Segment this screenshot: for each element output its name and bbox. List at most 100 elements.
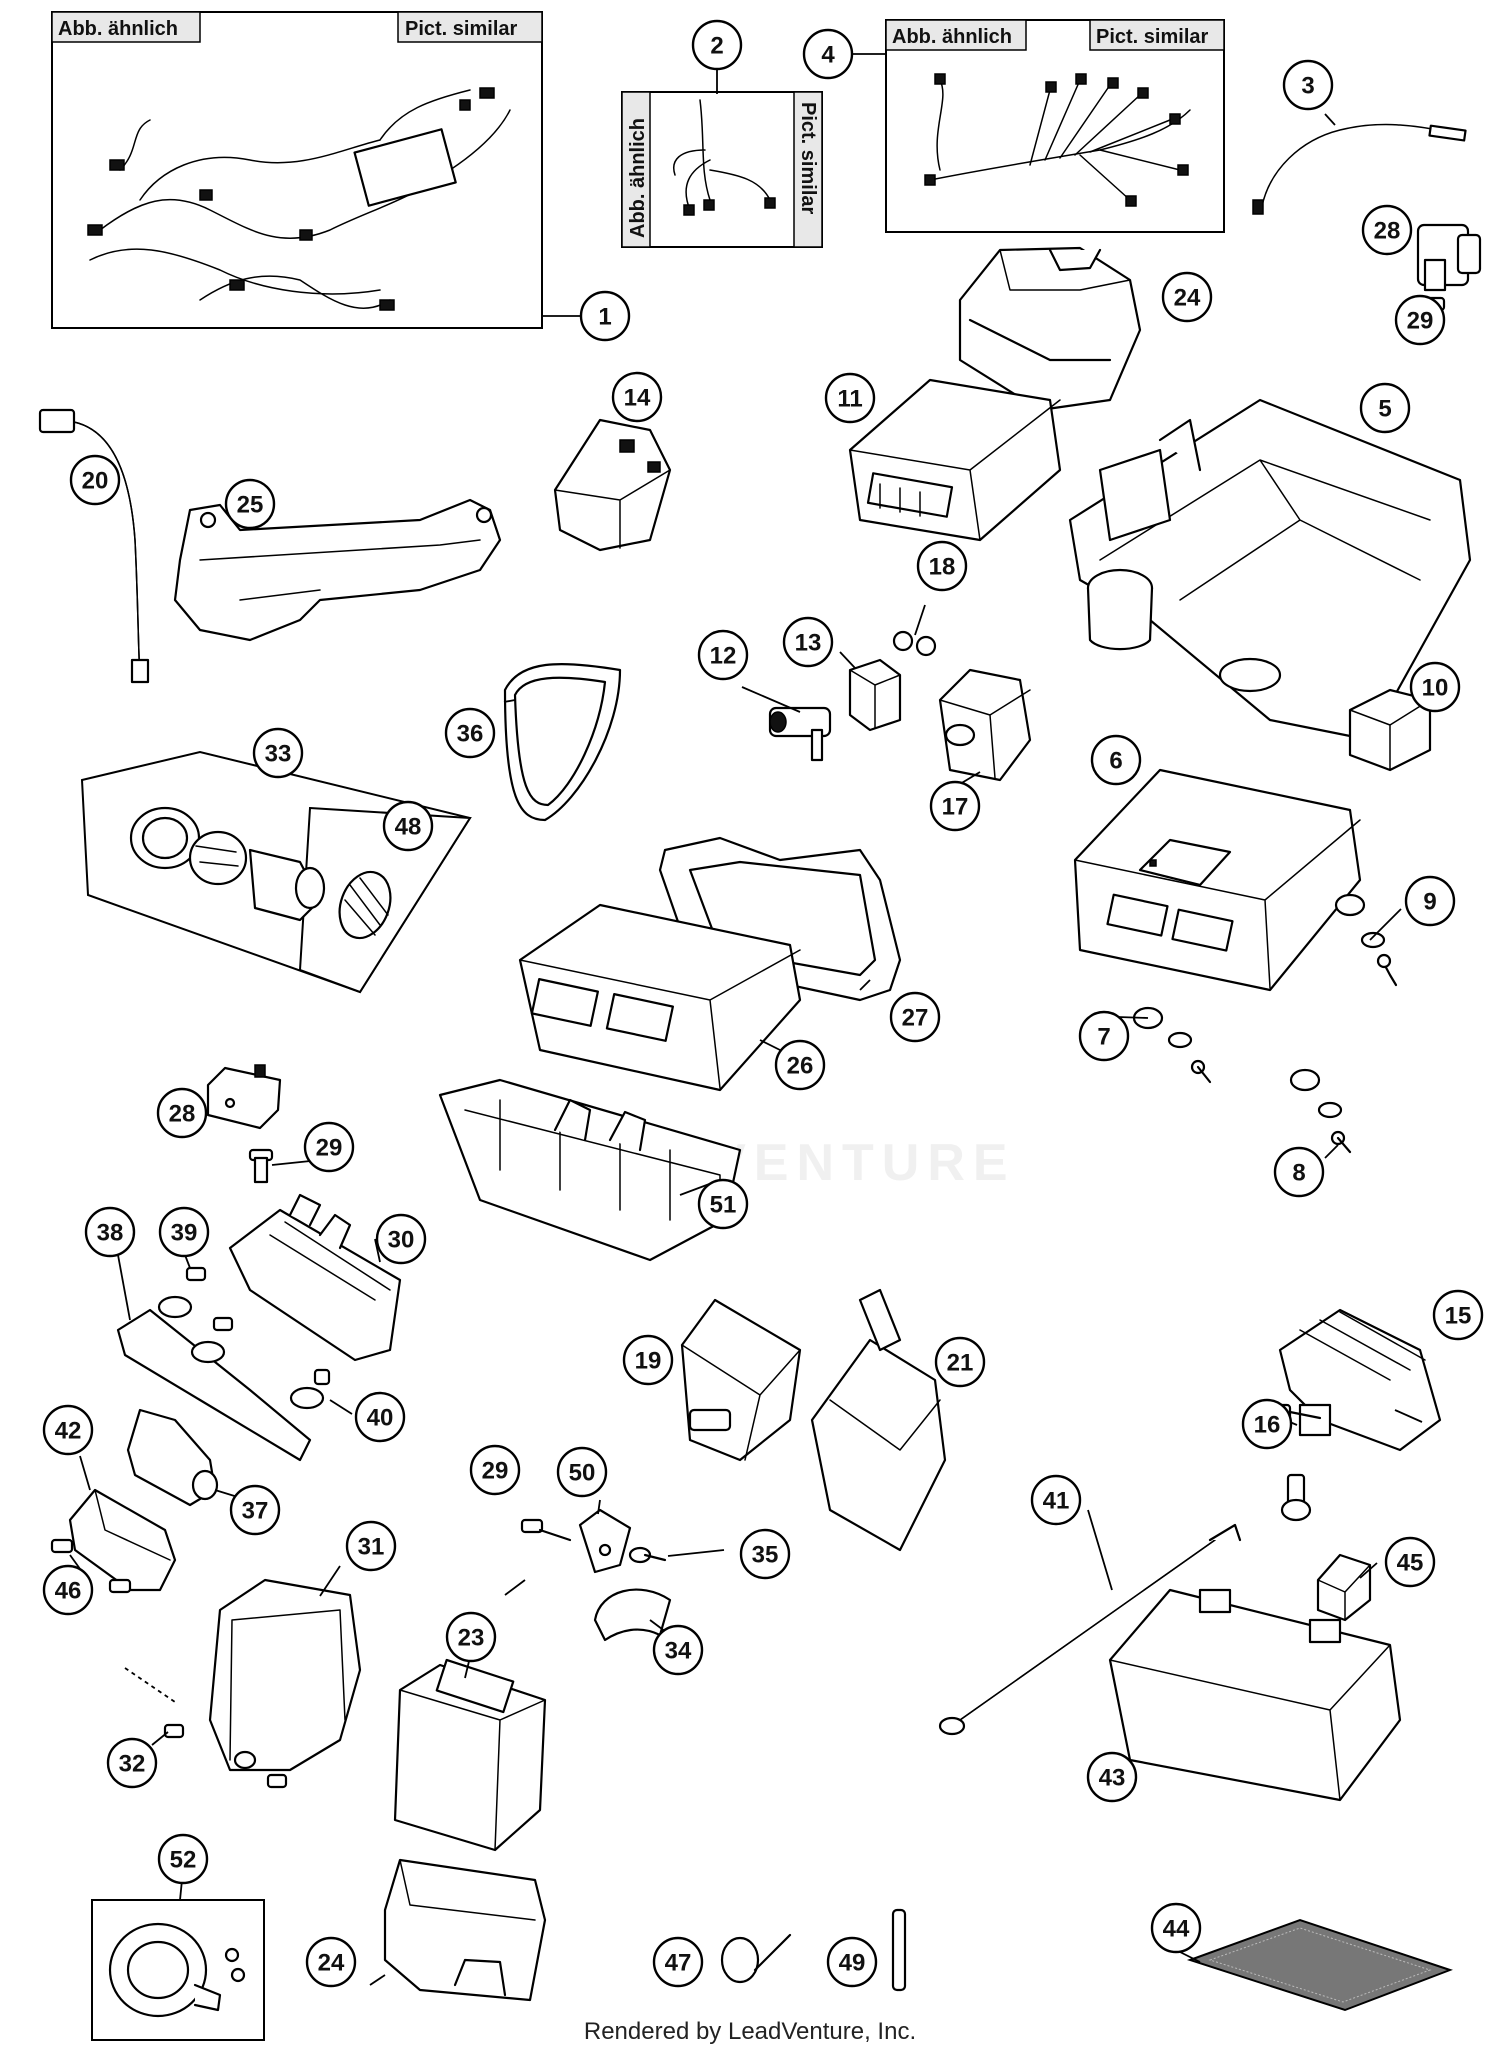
callout-32: 32 — [106, 1737, 158, 1789]
part-38-bracket-plate — [116, 1308, 312, 1462]
callout-circle — [622, 1334, 674, 1386]
callout-number: 13 — [795, 630, 822, 657]
callout-circle — [158, 1206, 210, 1258]
frame-tag-abb: Abb. ähnlich — [58, 18, 178, 40]
callout-number: 37 — [242, 1498, 269, 1525]
part-7-grommet-set — [1132, 1006, 1212, 1084]
callout-circle — [42, 1404, 94, 1456]
callout-52: 52 — [157, 1833, 209, 1885]
callout-42: 42 — [42, 1404, 94, 1456]
callout-number: 20 — [82, 468, 109, 495]
callout-46: 46 — [42, 1564, 94, 1616]
callout-circle — [1361, 204, 1413, 256]
frame4-tag-pict: Pict. similar — [1096, 26, 1208, 48]
callout-number: 21 — [947, 1350, 974, 1377]
callout-number: 39 — [171, 1220, 198, 1247]
callout-circle — [1273, 1146, 1325, 1198]
callout-number: 3 — [1301, 73, 1314, 100]
callout-number: 40 — [367, 1405, 394, 1432]
callout-number: 44 — [1163, 1916, 1190, 1943]
callout-number: 9 — [1423, 889, 1436, 916]
callout-14: 14 — [611, 371, 663, 423]
part-1-wiring-harness: Abb. ähnlich Pict. similar — [51, 11, 543, 329]
callout-1: 1 — [579, 290, 631, 342]
callout-circle — [579, 290, 631, 342]
callout-circle — [375, 1213, 427, 1265]
callout-circle — [305, 1936, 357, 1988]
part-33-ignition-lock — [80, 750, 472, 994]
callout-circle — [697, 1178, 749, 1230]
callout-number: 36 — [457, 721, 484, 748]
part-43-battery — [1108, 1588, 1402, 1802]
callout-number: 51 — [710, 1192, 737, 1219]
callout-circle — [1161, 271, 1213, 323]
callout-circle — [444, 707, 496, 759]
callout-48: 48 — [382, 800, 434, 852]
callout-number: 11 — [837, 386, 862, 413]
part-36-gasket — [503, 662, 622, 822]
callout-47: 47 — [652, 1936, 704, 1988]
callout-11: 11 — [824, 372, 876, 424]
callout-number: 42 — [55, 1418, 82, 1445]
callout-number: 35 — [752, 1542, 779, 1569]
callout-number: 25 — [237, 492, 264, 519]
callout-number: 8 — [1292, 1160, 1305, 1187]
callout-36: 36 — [444, 707, 496, 759]
callout-circle — [826, 1936, 878, 1988]
part-11-ecu — [848, 378, 1062, 542]
callout-51: 51 — [697, 1178, 749, 1230]
callout-34: 34 — [652, 1624, 704, 1676]
callout-number: 29 — [316, 1135, 343, 1162]
callout-number: 1 — [598, 304, 611, 331]
callout-circle — [303, 1121, 355, 1173]
callout-circle — [774, 1039, 826, 1091]
part-30-module — [228, 1193, 402, 1362]
callout-number: 15 — [1445, 1303, 1472, 1330]
callout-number: 6 — [1109, 748, 1122, 775]
callout-number: 18 — [929, 554, 956, 581]
callout-number: 24 — [318, 1950, 345, 1977]
callout-circle — [739, 1528, 791, 1580]
callout-number: 17 — [942, 794, 969, 821]
callout-circle — [556, 1446, 608, 1498]
part-51-holder-tray — [438, 1078, 742, 1262]
callout-49: 49 — [826, 1936, 878, 1988]
callout-24: 24 — [305, 1936, 357, 1988]
callout-circle — [84, 1206, 136, 1258]
part-2-small-harness: Abb. ähnlich Pict. similar — [621, 91, 823, 248]
callout-45: 45 — [1384, 1536, 1436, 1588]
callout-circle — [69, 454, 121, 506]
callout-41: 41 — [1030, 1474, 1082, 1526]
callout-17: 17 — [929, 780, 981, 832]
footer-credit: Rendered by LeadVenture, Inc. — [583, 2018, 917, 2045]
callout-28: 28 — [156, 1087, 208, 1139]
callout-circle — [1432, 1289, 1484, 1341]
part-52-horn — [91, 1899, 265, 2041]
callout-30: 30 — [375, 1213, 427, 1265]
callout-circle — [611, 371, 663, 423]
part-45-terminal-cover — [1316, 1553, 1372, 1622]
callout-number: 5 — [1378, 396, 1391, 423]
part-28-connector-top — [1416, 223, 1482, 292]
callout-circle — [934, 1336, 986, 1388]
callout-circle — [1241, 1398, 1293, 1450]
callout-35: 35 — [739, 1528, 791, 1580]
callout-circle — [354, 1391, 406, 1443]
callout-number: 28 — [169, 1101, 196, 1128]
callout-number: 12 — [710, 643, 737, 670]
callout-circle — [782, 616, 834, 668]
part-20-sensor-cable — [38, 408, 150, 684]
frame4-tag-abb: Abb. ähnlich — [892, 26, 1012, 48]
part-49-pin — [891, 1908, 907, 1992]
part-12-sensor — [768, 706, 832, 762]
callout-28: 28 — [1361, 204, 1413, 256]
callout-15: 15 — [1432, 1289, 1484, 1341]
callout-number: 19 — [635, 1348, 662, 1375]
callout-6: 6 — [1090, 734, 1142, 786]
callout-number: 34 — [665, 1638, 692, 1665]
part-37-sensor — [126, 1408, 219, 1507]
callout-circle — [1282, 59, 1334, 111]
callout-19: 19 — [622, 1334, 674, 1386]
part-28-connector-left — [206, 1064, 282, 1130]
